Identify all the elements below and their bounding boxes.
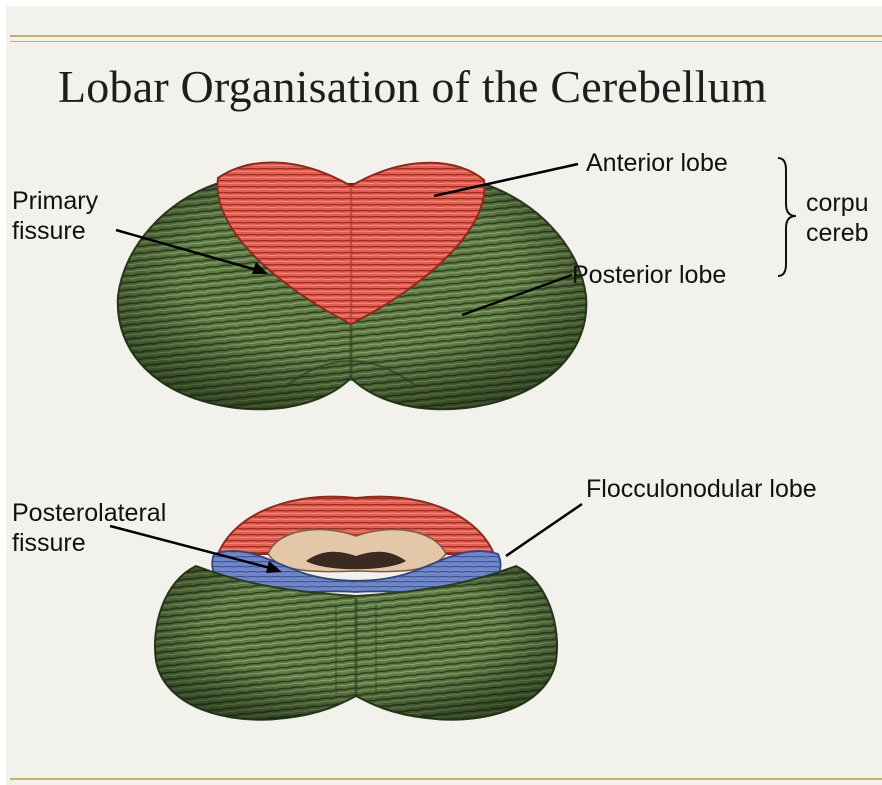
cerebellum-illustration — [6, 6, 882, 785]
label-posterolateral-fissure-line2: fissure — [12, 528, 166, 558]
label-primary-fissure: Primary fissure — [12, 186, 98, 246]
leader-flocculonodular-lobe — [506, 504, 582, 556]
label-posterolateral-fissure: Posterolateral fissure — [12, 498, 166, 558]
label-corpus-cerebelli-line2: cereb — [806, 218, 869, 248]
label-posterolateral-fissure-line1: Posterolateral — [12, 498, 166, 528]
label-primary-fissure-line1: Primary — [12, 186, 98, 216]
label-corpus-cerebelli: corpu cereb — [806, 188, 869, 248]
cerebellum-superior-view — [118, 162, 587, 409]
label-anterior-lobe: Anterior lobe — [586, 148, 728, 178]
cerebellum-inferior-view — [155, 497, 557, 720]
label-flocculonodular-lobe: Flocculonodular lobe — [586, 474, 817, 504]
label-primary-fissure-line2: fissure — [12, 216, 98, 246]
label-corpus-cerebelli-line1: corpu — [806, 188, 869, 218]
label-posterior-lobe: Posterior lobe — [572, 260, 726, 290]
brace-corpus-cerebelli — [778, 158, 796, 276]
diagram-canvas: Lobar Organisation of the Cerebellum — [6, 6, 882, 785]
